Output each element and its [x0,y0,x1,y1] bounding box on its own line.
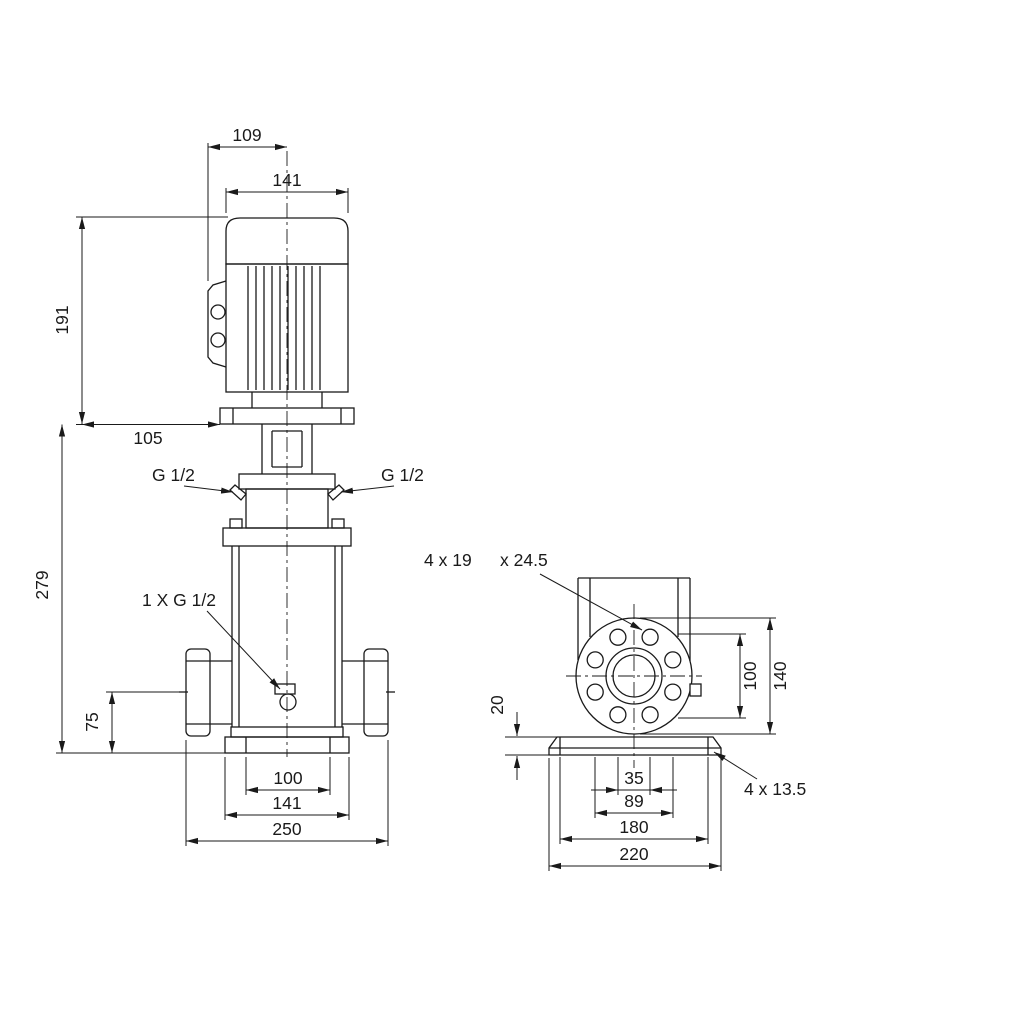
base-plate-side [548,736,722,756]
bolt-hole [586,683,604,701]
dim-base-length: 220 [619,844,648,864]
flange-outer-circle [575,617,693,735]
cable-entry-hole [210,332,226,348]
dim-foot-hole-spacing: 180 [619,817,648,837]
bolt-hole [609,706,627,724]
front-view [179,151,395,757]
dim-base-plate-width: 141 [272,793,301,813]
fan-cover [225,217,349,265]
flange-bore [612,654,656,698]
discharge-flange [363,648,389,737]
dim-bolt-circle: 100 [740,661,760,690]
port-left-label: G 1/2 [152,465,195,485]
side-view-dimensions: 4 x 19 x 24.5 20 100 140 35 89 [424,550,806,871]
vent-plug-right [327,484,345,501]
dim-base-plate-thickness: 20 [487,695,507,715]
dim-pump-height: 279 [32,570,52,599]
flange-holes-label-1: 4 x 19 [424,550,472,570]
flange-raised-face [605,647,663,705]
cooling-fins [247,266,321,390]
bolt-hole [664,651,682,669]
bolt-hole [641,706,659,724]
port-right-label: G 1/2 [381,465,424,485]
motor-body [225,263,349,393]
coupling-guard [261,424,313,474]
stay-bolt-nut [331,518,345,529]
pump-body-side [577,577,691,661]
motor-flange [219,392,355,425]
drain-label: 1 X G 1/2 [142,590,216,610]
flange-holes-label-2: x 24.5 [500,550,548,570]
chamber-stack [231,546,343,727]
dim-flange-od: 140 [770,661,790,690]
base-side [548,736,722,756]
terminal-box [207,280,227,368]
flange-face [575,617,702,735]
bolt-hole [664,683,682,701]
base-plate [224,736,350,754]
stay-bolt-nut [229,518,243,529]
dim-port-centerline-height: 75 [82,712,102,731]
dim-overall-flange-width: 250 [272,819,301,839]
stay-plate [222,527,352,547]
bolt-hole [609,628,627,646]
dim-head-offset: 105 [133,428,162,448]
dim-hole-pair-spacing-outer: 89 [624,791,643,811]
drain-plug [279,693,297,711]
base-holes-label: 4 x 13.5 [744,779,806,799]
suction-flange [185,648,211,737]
bolt-hole [641,628,659,646]
dim-hole-pair-spacing-inner: 35 [624,768,643,788]
motor [207,217,355,425]
side-view [548,577,722,768]
front-view-dimensions: 109 141 191 105 279 75 100 141 [32,125,424,846]
dim-fan-cover-width: 109 [232,125,261,145]
cable-entry-hole [210,304,226,320]
drain-boss [274,683,296,695]
pump-base [224,726,350,754]
side-plug [689,683,702,697]
vent-plug-left [229,484,247,501]
dim-motor-width: 141 [272,170,301,190]
dim-base-bolt-spacing: 100 [273,768,302,788]
pump-head [222,473,352,547]
bolt-hole [586,651,604,669]
dim-motor-height: 191 [52,305,72,334]
